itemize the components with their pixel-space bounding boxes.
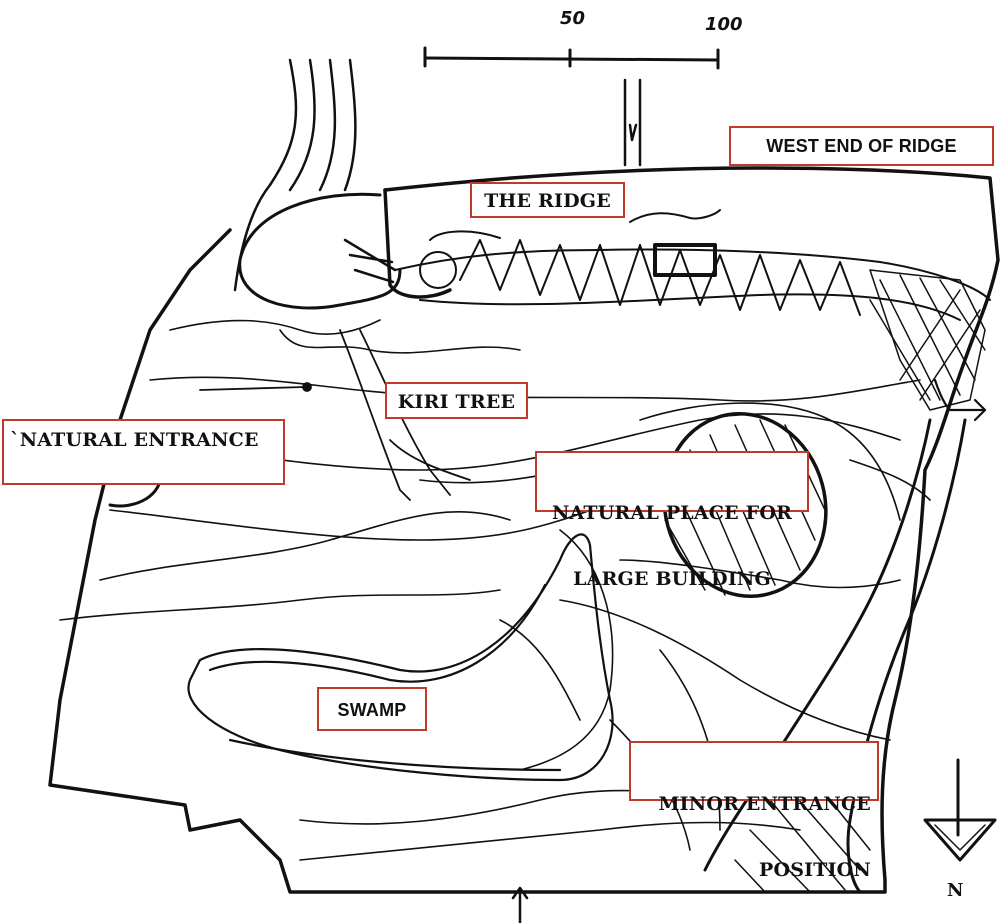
label-natural-place-for-large-building: NATURAL PLACE FOR LARGE BUILDING — [535, 451, 809, 590]
label-the-ridge: THE RIDGE — [470, 182, 625, 218]
label-minor-entrance-line2: POSITION — [759, 859, 871, 881]
south-entry-arrow — [511, 886, 529, 923]
scale-tick-100: 100 — [705, 14, 743, 35]
scale-tick-50: 50 — [560, 8, 586, 29]
scale-bar — [423, 46, 720, 70]
west-access-line — [933, 378, 987, 422]
label-natural-place-line1: NATURAL PLACE FOR — [551, 502, 793, 524]
north-label: N — [947, 880, 964, 901]
access-loop — [238, 192, 457, 310]
label-kiri-tree: KIRI TREE — [385, 382, 528, 419]
label-minor-entrance-line1: MINOR ENTRANCE — [658, 793, 871, 815]
swamp-outline — [187, 533, 614, 782]
site-boundary — [48, 166, 1000, 894]
north-arrow — [923, 758, 997, 862]
label-swamp: SWAMP — [317, 687, 427, 731]
contour-lines — [59, 319, 931, 861]
ridge-outline — [394, 209, 991, 321]
minor-entrance-road — [703, 418, 967, 894]
ridge-hatch-area — [869, 269, 986, 411]
label-minor-entrance-position: MINOR ENTRANCE POSITION — [629, 741, 879, 881]
label-natural-place-line2: LARGE BUILDING — [573, 568, 771, 590]
label-natural-entrance: `NATURAL ENTRANCE — [2, 419, 285, 485]
label-west-end-of-ridge: WEST END OF RIDGE — [729, 126, 994, 166]
